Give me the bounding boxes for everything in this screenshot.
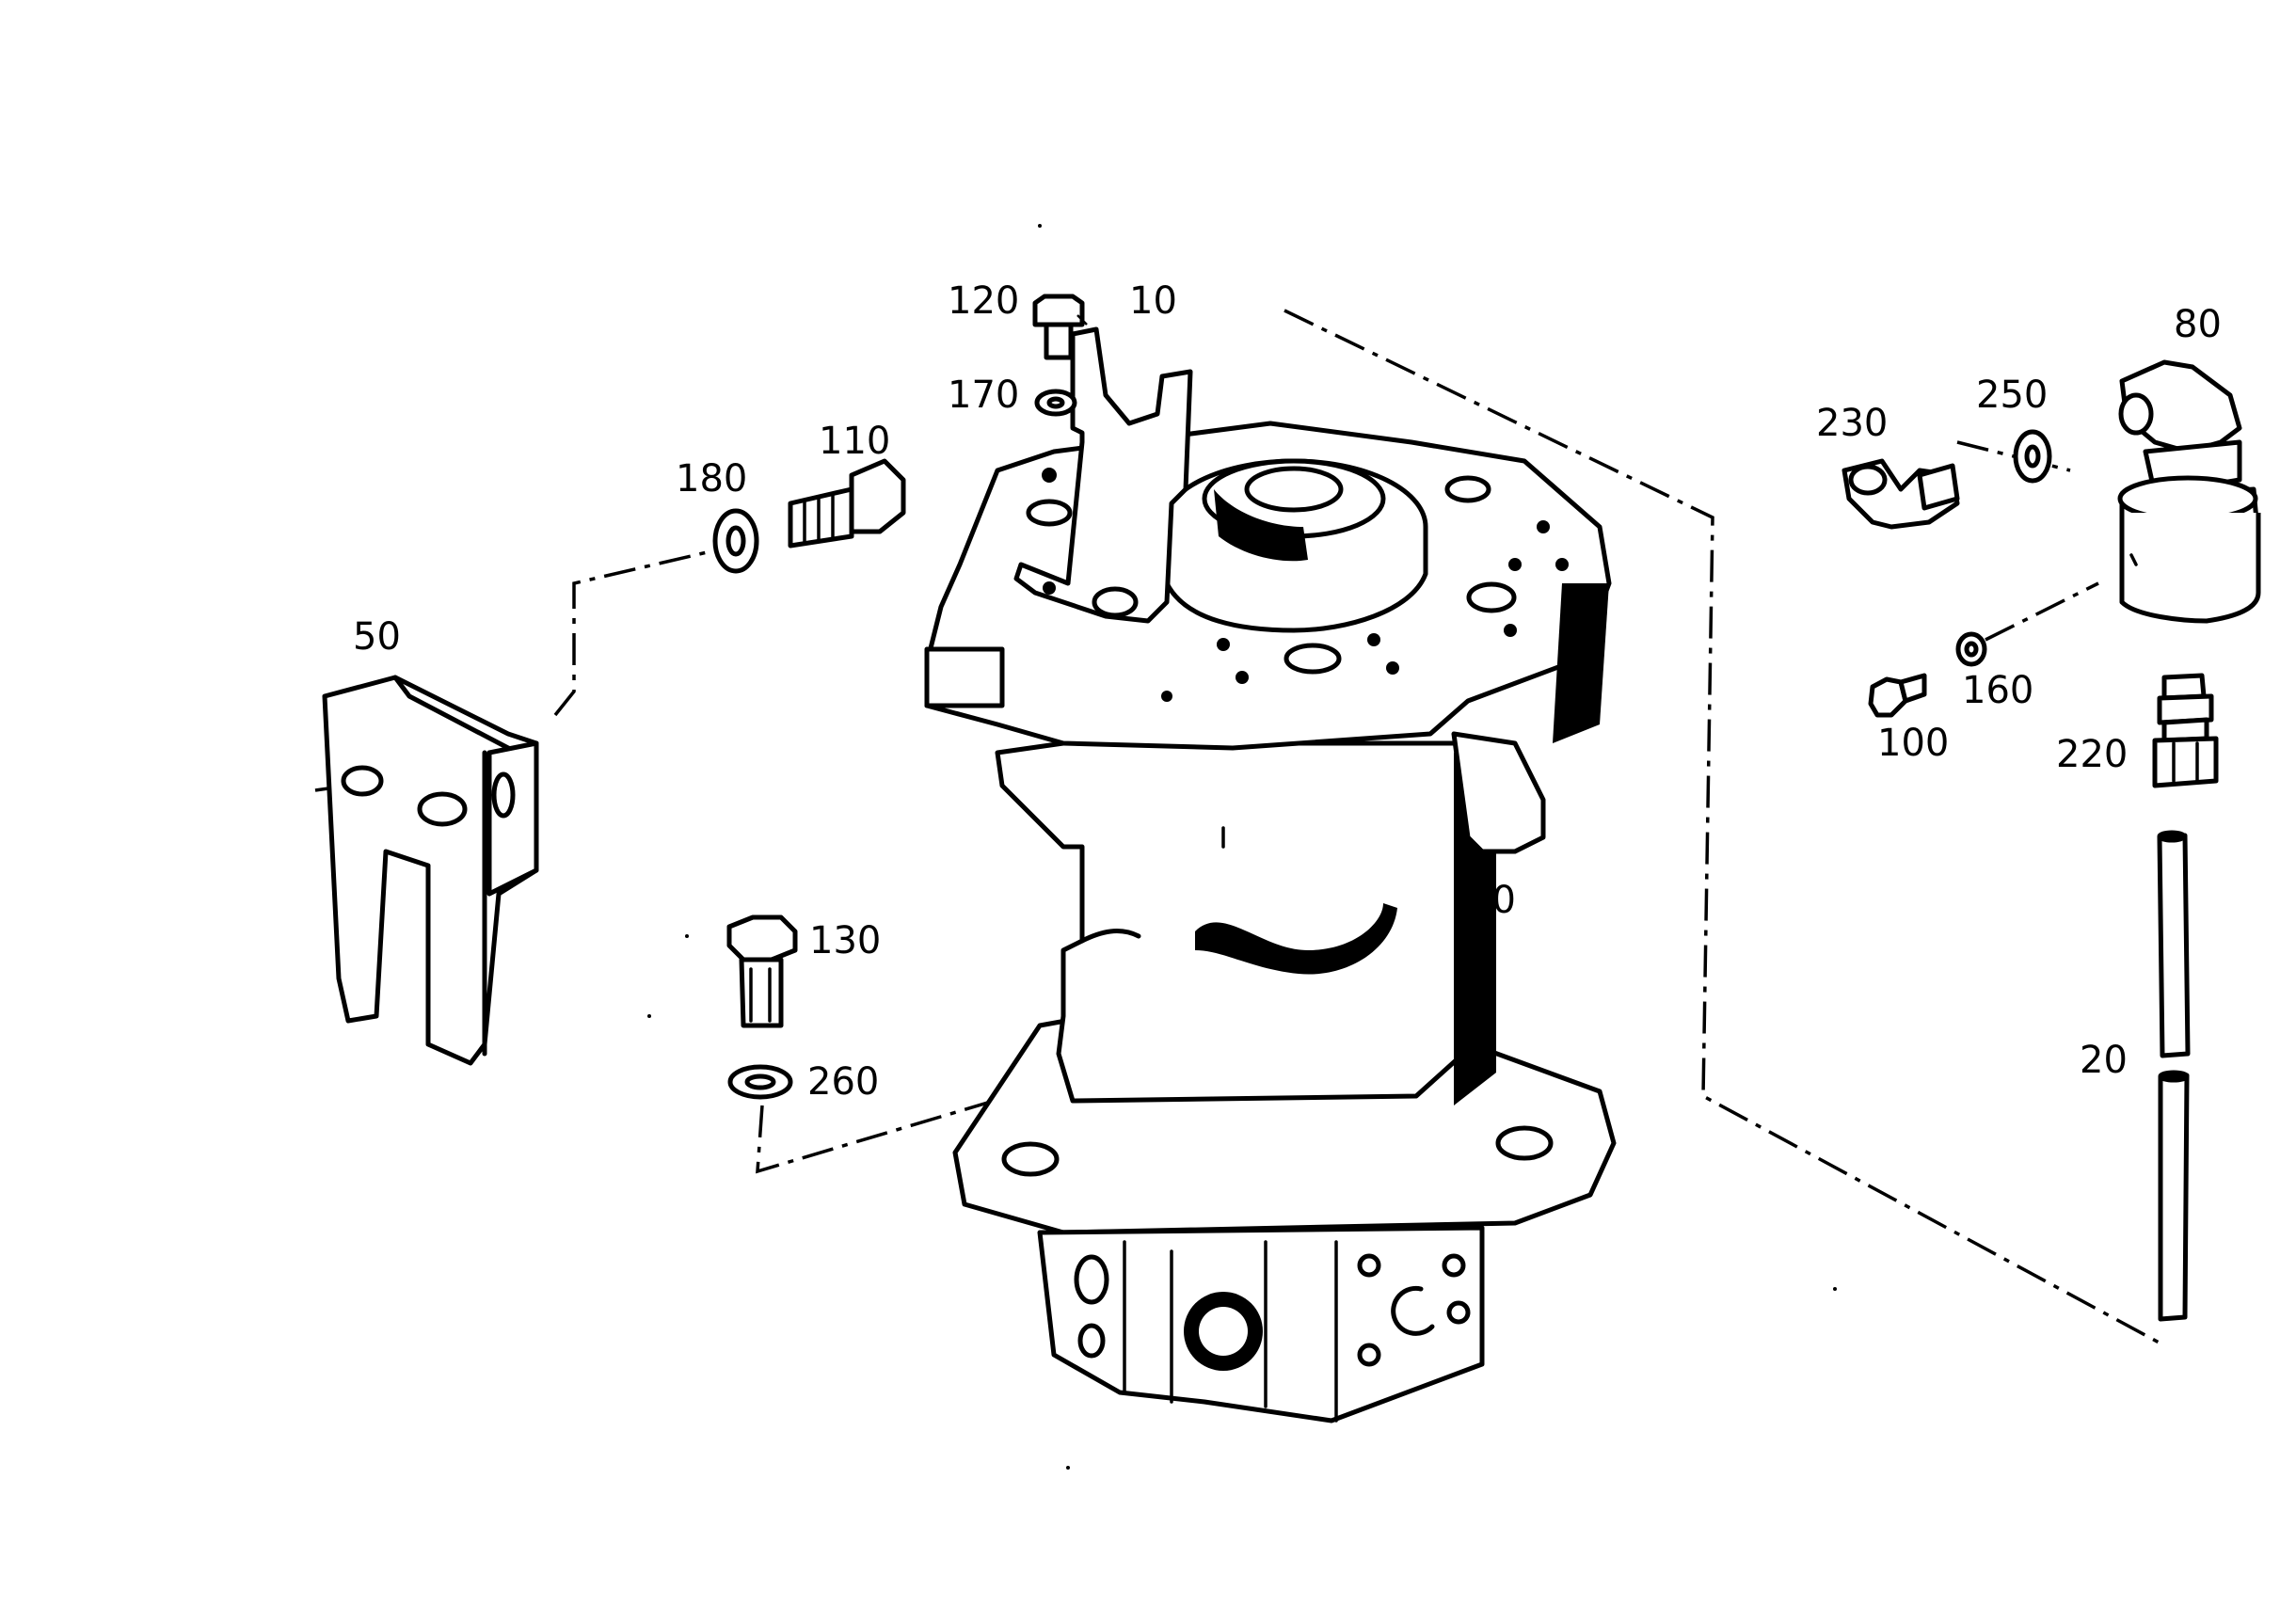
fitting-220 xyxy=(2152,673,2219,788)
callout-230: 230 xyxy=(1816,402,1888,445)
elbow-fitting-80 xyxy=(2117,359,2261,624)
callout-100: 100 xyxy=(1877,722,1949,765)
washer-250 xyxy=(2013,429,2052,484)
callout-220: 220 xyxy=(2056,733,2128,776)
callout-110: 110 xyxy=(819,420,890,463)
washer-260 xyxy=(727,1064,793,1100)
bolt-120 xyxy=(1032,294,1085,360)
callout-260: 260 xyxy=(807,1060,879,1104)
callout-10: 10 xyxy=(1129,279,1177,323)
bolt-130 xyxy=(726,914,798,1028)
washer-160 xyxy=(1955,631,1987,667)
bolt-100 xyxy=(1868,673,1927,718)
washer-170 xyxy=(1034,389,1077,417)
assembly-lines xyxy=(314,309,2165,1347)
elbow-fitting-230 xyxy=(1842,458,1960,530)
callout-250: 250 xyxy=(1976,374,2048,417)
callout-180: 180 xyxy=(676,457,747,501)
rod-20 xyxy=(2157,830,2191,1322)
callouts: 10 20 50 70 80 100 110 120 130 160 170 1… xyxy=(353,279,2222,1104)
callout-160: 160 xyxy=(1962,669,2033,712)
main-housing-70 xyxy=(924,326,1617,1423)
callout-70: 70 xyxy=(1468,879,1516,922)
bolt-110 xyxy=(788,458,906,549)
fork-bracket-50 xyxy=(322,675,539,1066)
washer-180 xyxy=(712,508,759,574)
callout-20: 20 xyxy=(2080,1039,2128,1082)
callout-50: 50 xyxy=(353,615,401,659)
callout-80: 80 xyxy=(2174,303,2222,346)
leader-lines xyxy=(1076,314,1479,928)
scan-specks xyxy=(647,224,1837,1470)
callout-130: 130 xyxy=(809,919,881,962)
callout-120: 120 xyxy=(948,279,1019,323)
callout-170: 170 xyxy=(948,374,1019,417)
